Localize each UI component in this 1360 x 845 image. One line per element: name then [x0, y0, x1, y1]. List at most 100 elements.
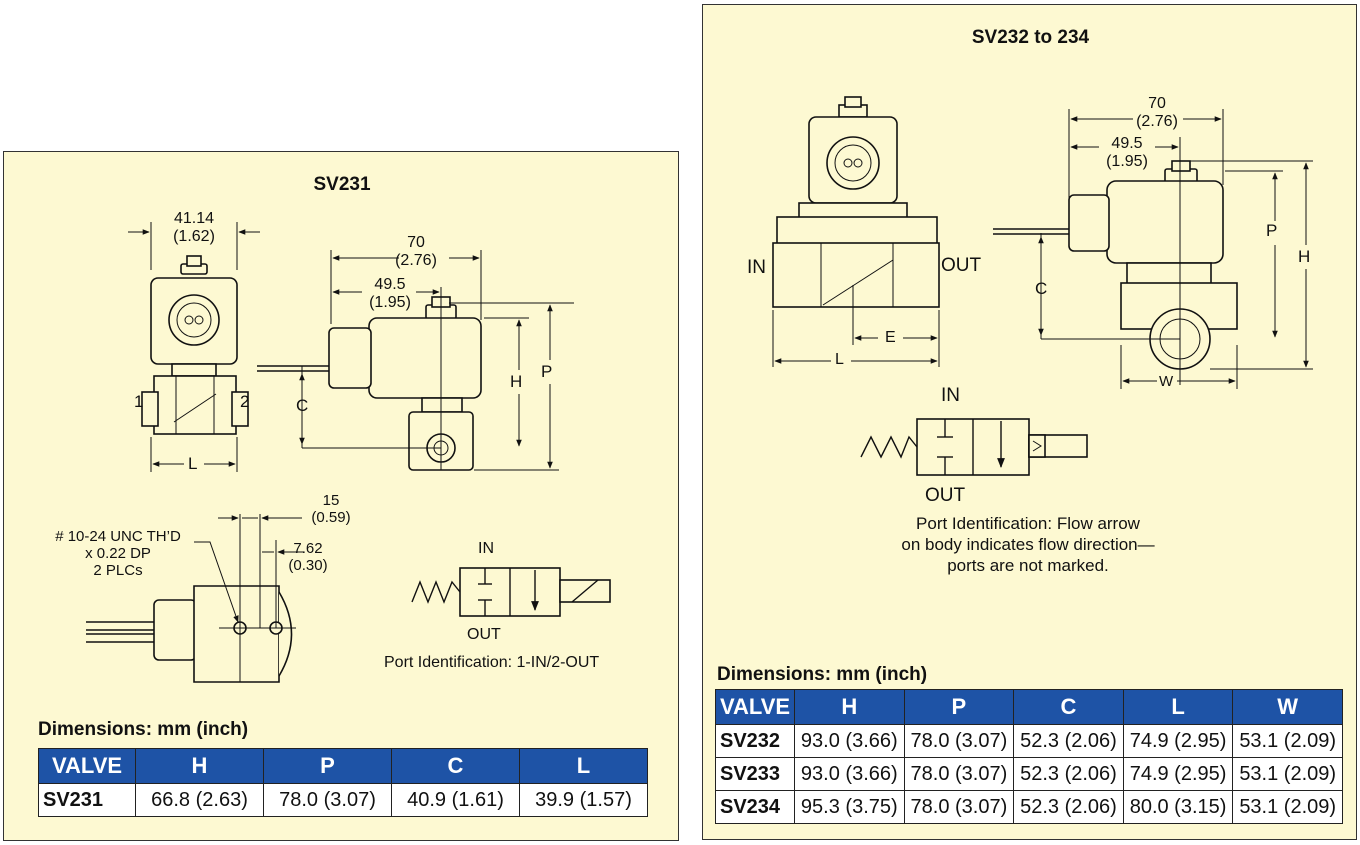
- sv232-front-view: [772, 96, 940, 367]
- sv231-drawing: [86, 222, 611, 683]
- sv231-dim-top-width: 41.14 (1.62): [162, 210, 226, 246]
- cell: 74.9 (2.95): [1122, 724, 1234, 758]
- col-c: C: [391, 748, 520, 784]
- cell: SV231: [38, 783, 136, 817]
- sv231-front-view: [128, 222, 260, 472]
- col-l: L: [1122, 689, 1234, 725]
- dim-mm: 41.14: [173, 210, 215, 227]
- sv231-side-view: [257, 250, 574, 471]
- sv231-label-c: C: [296, 396, 309, 415]
- cell: 78.0 (3.07): [263, 783, 392, 817]
- cell: 74.9 (2.95): [1122, 757, 1234, 791]
- thread-note-line: # 10-24 UNC TH’D: [55, 528, 181, 545]
- table-header-row: VALVE H P C L: [38, 748, 648, 784]
- cell: 53.1 (2.09): [1232, 790, 1343, 824]
- cell: 93.0 (3.66): [794, 757, 905, 791]
- dim-inch: (1.62): [173, 228, 215, 245]
- col-l: L: [519, 748, 648, 784]
- sv232-dims-header: Dimensions: mm (inch): [717, 664, 928, 685]
- thread-note-line: x 0.22 DP: [85, 545, 151, 562]
- sv232-title: SV232 to 234: [971, 27, 1090, 48]
- cell: 53.1 (2.09): [1232, 724, 1343, 758]
- dim-inch: (2.76): [1136, 113, 1178, 130]
- cell: 78.0 (3.07): [903, 757, 1015, 791]
- table-row: SV234 95.3 (3.75) 78.0 (3.07) 52.3 (2.06…: [715, 790, 1343, 824]
- sv232-label-l: L: [835, 351, 844, 368]
- sv231-port-id: Port Identification: 1-IN/2-OUT: [384, 654, 600, 671]
- cell: 53.1 (2.09): [1232, 757, 1343, 791]
- port-id-line: ports are not marked.: [947, 556, 1109, 575]
- cell: SV234: [715, 790, 795, 824]
- col-valve: VALVE: [715, 689, 795, 725]
- sv232-label-c: C: [1035, 279, 1048, 298]
- dim-mm: 49.5: [1111, 135, 1143, 152]
- sv231-port-2: 2: [240, 392, 250, 411]
- sv231-dim-49: 49.5 (1.95): [360, 276, 420, 312]
- sv232-drawing: [772, 96, 1313, 476]
- cell: 39.9 (1.57): [519, 783, 648, 817]
- table-row: SV233 93.0 (3.66) 78.0 (3.07) 52.3 (2.06…: [715, 757, 1343, 791]
- col-p: P: [903, 689, 1015, 725]
- sv231-dim-70: 70 (2.76): [386, 234, 446, 270]
- sv232-label-in: IN: [747, 257, 766, 278]
- port-id-line: on body indicates flow direction—: [901, 535, 1155, 554]
- dim-mm: 70: [1148, 95, 1166, 112]
- dim-inch: (0.30): [288, 557, 328, 574]
- sv231-thread-note: # 10-24 UNC TH’D x 0.22 DP 2 PLCs: [38, 528, 198, 579]
- sv232-label-w: W: [1159, 373, 1174, 390]
- col-h: H: [794, 689, 905, 725]
- sv232-dim-49: 49.5 (1.95): [1097, 135, 1157, 171]
- thread-note-line: 2 PLCs: [93, 562, 143, 579]
- sv232-label-e: E: [885, 329, 896, 346]
- cell: 66.8 (2.63): [135, 783, 264, 817]
- sv231-dims-header: Dimensions: mm (inch): [38, 719, 249, 740]
- cell: 40.9 (1.61): [391, 783, 520, 817]
- sv232-port-id: Port Identification: Flow arrow on body …: [813, 513, 1243, 576]
- sv232-symbol-in: IN: [941, 385, 960, 406]
- cell: 93.0 (3.66): [794, 724, 905, 758]
- table-header-row: VALVE H P C L W: [715, 689, 1343, 725]
- sv231-valve-symbol: [411, 567, 611, 617]
- dim-inch: (1.95): [369, 294, 411, 311]
- table-row: SV232 93.0 (3.66) 78.0 (3.07) 52.3 (2.06…: [715, 724, 1343, 758]
- sv232-label-out: OUT: [941, 255, 982, 276]
- col-h: H: [135, 748, 264, 784]
- cell: 52.3 (2.06): [1013, 790, 1124, 824]
- sv232-label-h: H: [1298, 247, 1311, 266]
- sv231-panel: SV231: [3, 151, 679, 841]
- dim-mm: 49.5: [374, 276, 406, 293]
- dim-inch: (2.76): [395, 252, 437, 269]
- sv232-panel: SV232 to 234: [702, 4, 1357, 840]
- sv232-side-view: [993, 109, 1313, 389]
- sv231-label-p: P: [541, 362, 553, 381]
- sv232-dims-table: VALVE H P C L W SV232 93.0 (3.66) 78.0 (…: [715, 689, 1343, 824]
- dim-inch: (1.95): [1106, 153, 1148, 170]
- cell: 52.3 (2.06): [1013, 757, 1124, 791]
- sv232-dim-70: 70 (2.76): [1127, 95, 1187, 131]
- cell: SV233: [715, 757, 795, 791]
- sv231-dim-15: 15 (0.59): [304, 492, 358, 526]
- table-row: SV231 66.8 (2.63) 78.0 (3.07) 40.9 (1.61…: [38, 783, 648, 817]
- col-c: C: [1013, 689, 1124, 725]
- sv232-label-p: P: [1266, 221, 1278, 240]
- sv231-label-h: H: [510, 372, 523, 391]
- sv231-symbol-out: OUT: [467, 626, 501, 643]
- cell: 78.0 (3.07): [903, 790, 1015, 824]
- dim-mm: 15: [322, 492, 340, 509]
- dim-mm: 70: [407, 234, 425, 251]
- col-w: W: [1232, 689, 1343, 725]
- sv231-dims-table: VALVE H P C L SV231 66.8 (2.63) 78.0 (3.…: [38, 748, 648, 817]
- sv231-bottom-view: [86, 514, 304, 683]
- cell: 78.0 (3.07): [903, 724, 1015, 758]
- col-p: P: [263, 748, 392, 784]
- sv232-symbol-out: OUT: [925, 485, 966, 506]
- sv231-title: SV231: [313, 174, 371, 195]
- sv232-valve-symbol: [860, 418, 1088, 476]
- cell: 52.3 (2.06): [1013, 724, 1124, 758]
- sv231-symbol-in: IN: [478, 540, 494, 557]
- col-valve: VALVE: [38, 748, 136, 784]
- sv231-label-l: L: [188, 454, 198, 473]
- port-id-line: Port Identification: Flow arrow: [916, 514, 1140, 533]
- dim-mm: 7.62: [293, 540, 323, 557]
- cell: SV232: [715, 724, 795, 758]
